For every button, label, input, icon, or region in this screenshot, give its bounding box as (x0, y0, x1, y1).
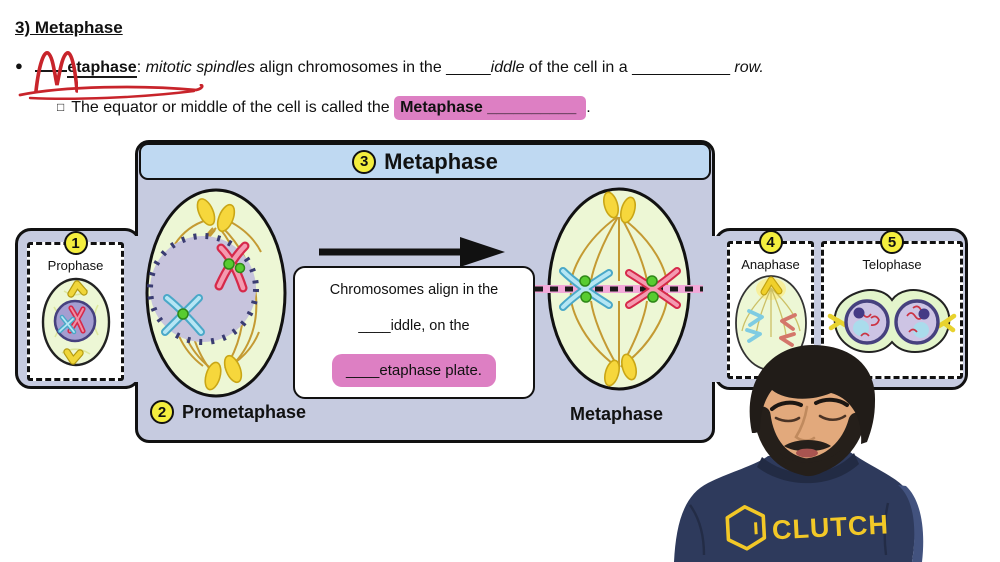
diagram-header: 3 Metaphase (139, 143, 711, 180)
right-arrow-icon (319, 237, 505, 267)
panel-joint-right (704, 236, 720, 382)
prometaphase-caption-label: Prometaphase (182, 401, 307, 422)
stage-5-number-badge: 5 (880, 230, 904, 254)
prophase-cell-illustration (41, 277, 110, 367)
square-bullet-icon: □ (57, 100, 65, 114)
telophase-label: Telophase (862, 257, 922, 272)
sub-point-text: The equator or middle of the cell is cal… (71, 99, 395, 116)
anaphase-cell-illustration (734, 275, 807, 371)
sub-point-period: . (586, 99, 591, 116)
instructor-webcam-figure: CLUTCH (674, 345, 924, 562)
prometaphase-caption: 2 Prometaphase (150, 400, 306, 424)
metaphase-caption: Metaphase (570, 404, 664, 424)
emphasis-iddle: iddle (490, 59, 525, 76)
stage-3-number-badge: 3 (352, 149, 377, 174)
emphasis-mitotic-spindles: mitotic spindles (145, 59, 255, 76)
prophase-label: Prophase (47, 258, 104, 273)
prophase-box: 1 Prophase (27, 231, 124, 381)
emphasis-row: row. (729, 59, 764, 76)
telophase-box: 5 Telophase (821, 230, 963, 379)
diagram-header-title: Metaphase (384, 148, 498, 174)
blank-1: _____ (446, 59, 491, 76)
stage-1-number-badge: 1 (63, 231, 88, 255)
prometaphase-cell-illustration (145, 188, 287, 398)
bullet-icon: ● (15, 58, 23, 73)
page-title: 3) Metaphase (15, 18, 123, 37)
term-metaphase: etaphase (67, 59, 137, 78)
separator: : (136, 59, 146, 76)
chromosome-callout-box: Chromosomes align in the ____iddle, on t… (293, 266, 535, 399)
anaphase-label: Anaphase (741, 257, 800, 272)
highlighted-metaphase-blank: Metaphase __________ (394, 96, 587, 120)
stage-2-number-badge: 2 (150, 400, 174, 424)
callout-line-2: ____iddle, on the (358, 318, 470, 334)
stage-4-number-badge: 4 (758, 230, 783, 254)
anaphase-box: 4 Anaphase (727, 230, 814, 379)
definition-text-1: align chromosomes in the (254, 59, 447, 76)
sub-point-line: □ The equator or middle of the cell is ca… (57, 96, 591, 120)
callout-line-1: Chromosomes align in the (329, 282, 499, 298)
blank-2: ___________ (632, 59, 730, 76)
metaphase-cell-illustration (535, 187, 703, 391)
telophase-cell-illustration (827, 289, 957, 354)
shirt-logo-text: CLUTCH (771, 509, 889, 545)
fill-in-blank-m (35, 58, 68, 72)
definition-line: ● etaphase: mitotic spindles align chrom… (15, 58, 764, 78)
definition-text-2: of the cell in a (524, 59, 633, 76)
callout-highlighted-line: ____etaphase plate. (332, 354, 496, 387)
panel-joint-left (132, 236, 146, 382)
hexagon-logo-icon (725, 505, 767, 551)
